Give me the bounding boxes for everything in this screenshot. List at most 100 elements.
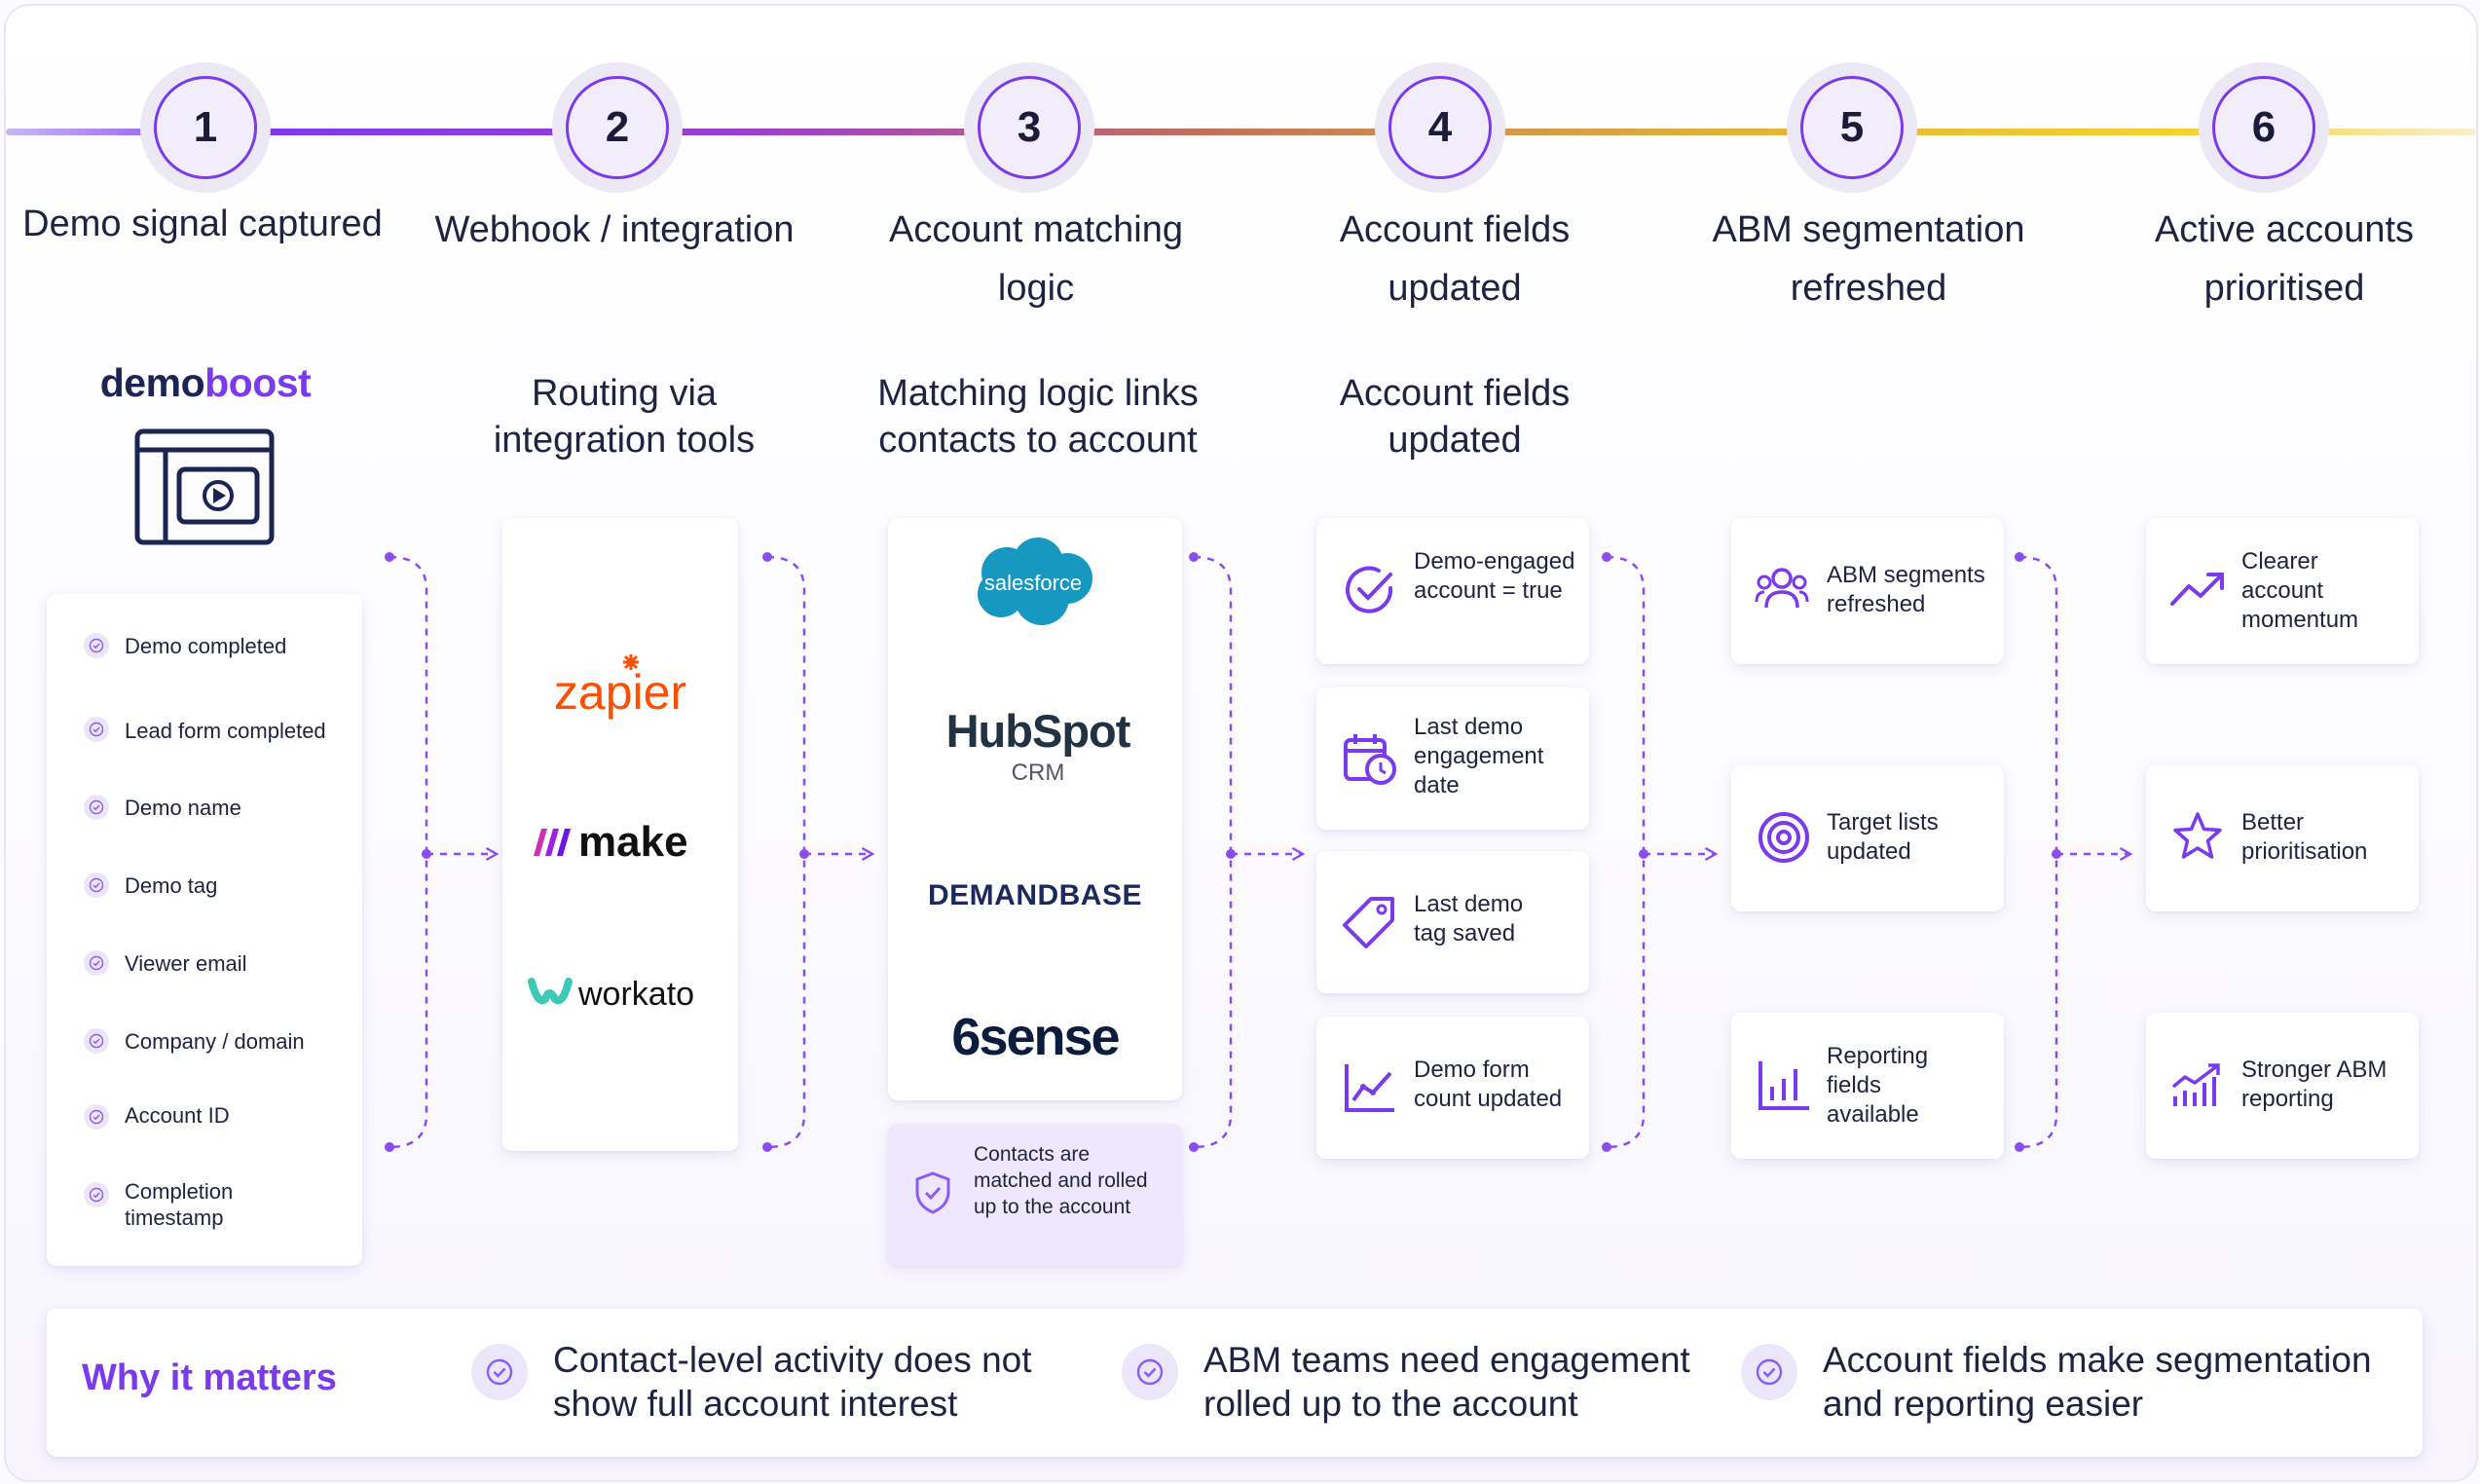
line-chart-icon bbox=[1345, 1064, 1394, 1112]
tag-icon bbox=[1343, 897, 1394, 948]
outcome-card-text: Stronger ABM reporting bbox=[2241, 1057, 2387, 1112]
segment-card-text: ABM segments refreshed bbox=[1827, 562, 1985, 617]
step-6-title: Active accounts prioritised bbox=[2154, 209, 2415, 309]
step-number: 1 bbox=[193, 103, 218, 151]
step-3-circle: 3 bbox=[978, 76, 1081, 179]
step-3-title: Account matching logic bbox=[888, 209, 1184, 309]
check-icon bbox=[84, 717, 109, 742]
why-point: Account fields make segmentation and rep… bbox=[1823, 1340, 2372, 1424]
why-point: Contact-level activity does not show ful… bbox=[553, 1340, 1032, 1424]
zapier-wordmark: zapier bbox=[554, 665, 686, 720]
col2-subtitle: Routing via integration tools bbox=[493, 373, 756, 461]
brand-boost: boost bbox=[204, 360, 312, 405]
step-number: 4 bbox=[1427, 103, 1453, 151]
check-icon bbox=[471, 1344, 528, 1400]
check-icon bbox=[84, 1182, 109, 1207]
segment-card-2: Target lists updated bbox=[1731, 765, 2004, 911]
step-4-title: Account fields updated bbox=[1339, 209, 1571, 309]
outcome-card-text: Better prioritisation bbox=[2241, 809, 2368, 865]
make-wordmark: make bbox=[578, 818, 688, 866]
step-4-circle: 4 bbox=[1388, 76, 1492, 179]
brand-demo: demo bbox=[99, 360, 205, 405]
demoboost-logo: demoboost bbox=[93, 360, 317, 406]
workato-logo: workato bbox=[512, 958, 728, 1026]
field-card-3: Last demo tag saved bbox=[1316, 851, 1589, 993]
field-card-1: Demo-engaged account = true bbox=[1316, 518, 1589, 664]
rollup-note-card: Contacts are matched and rolled up to th… bbox=[888, 1124, 1182, 1266]
step-2-circle: 2 bbox=[566, 76, 669, 179]
salesforce-wordmark: salesforce bbox=[984, 571, 1082, 595]
outcome-card-2: Better prioritisation bbox=[2146, 765, 2419, 911]
why-heading: Why it matters bbox=[82, 1357, 337, 1398]
check-icon bbox=[1741, 1344, 1797, 1400]
step-number: 6 bbox=[2251, 103, 2276, 151]
check-icon bbox=[84, 1028, 109, 1054]
step-number: 3 bbox=[1017, 103, 1042, 151]
6sense-wordmark: 6sense bbox=[951, 1008, 1120, 1066]
step-number: 5 bbox=[1839, 103, 1865, 151]
demo-player-icon bbox=[134, 428, 275, 545]
field-card-text: Last demo engagement date bbox=[1414, 714, 1544, 798]
users-icon bbox=[1755, 568, 1809, 609]
list-item: Demo completed bbox=[125, 634, 287, 658]
demandbase-logo: DEMANDBASE bbox=[911, 867, 1159, 925]
diagram-frame: 1 2 3 4 5 6 Demo signal captured Webhook… bbox=[4, 4, 2478, 1482]
segment-card-text: Reporting fields available bbox=[1827, 1043, 1929, 1128]
check-icon bbox=[1122, 1344, 1178, 1400]
calendar-clock-icon bbox=[1344, 734, 1396, 785]
outcome-card-text: Clearer account momentum bbox=[2241, 548, 2359, 633]
segment-card-1: ABM segments refreshed bbox=[1731, 518, 2004, 664]
check-icon bbox=[84, 795, 109, 820]
check-icon bbox=[84, 1104, 109, 1130]
list-item: Completion timestamp bbox=[125, 1179, 234, 1230]
list-item: Company / domain bbox=[125, 1029, 305, 1054]
hubspot-logo: HubSpot CRM bbox=[921, 691, 1155, 798]
timeline-line bbox=[6, 129, 2476, 135]
col4-subtitle: Account fields updated bbox=[1339, 373, 1571, 461]
hubspot-crm-label: CRM bbox=[1011, 759, 1065, 786]
outcome-card-1: Clearer account momentum bbox=[2146, 518, 2419, 664]
check-circle-icon bbox=[1346, 566, 1393, 613]
salesforce-logo: salesforce bbox=[960, 534, 1106, 631]
list-item: Demo tag bbox=[125, 873, 218, 898]
shield-check-icon bbox=[915, 1171, 950, 1214]
why-it-matters-panel: Why it matters Contact-level activity do… bbox=[47, 1309, 2423, 1457]
zapier-logo: zapier bbox=[512, 645, 728, 723]
outcome-card-3: Stronger ABM reporting bbox=[2146, 1013, 2419, 1159]
target-icon bbox=[1758, 812, 1809, 863]
step-1-title: Demo signal captured bbox=[22, 204, 383, 244]
growth-chart-icon bbox=[2171, 1063, 2220, 1106]
list-item: Lead form completed bbox=[125, 719, 326, 743]
step-5-title: ABM segmentation refreshed bbox=[1712, 209, 2025, 309]
bar-chart-icon bbox=[1758, 1061, 1809, 1110]
check-icon bbox=[84, 872, 109, 898]
field-card-text: Demo form count updated bbox=[1414, 1057, 1563, 1112]
6sense-logo: 6sense bbox=[911, 1003, 1159, 1071]
workato-wordmark: workato bbox=[577, 976, 694, 1013]
flow-connectors bbox=[385, 552, 2133, 1152]
step-number: 2 bbox=[605, 103, 630, 151]
captured-fields-card: Demo completed Lead form completed Demo … bbox=[47, 594, 362, 1266]
col3-subtitle: Matching logic links contacts to account bbox=[877, 373, 1199, 461]
field-card-4: Demo form count updated bbox=[1316, 1017, 1589, 1159]
check-icon bbox=[84, 633, 109, 658]
demandbase-wordmark: DEMANDBASE bbox=[927, 879, 1142, 911]
list-item: Account ID bbox=[125, 1103, 230, 1128]
list-item: Demo name bbox=[125, 796, 241, 820]
step-2-title: Webhook / integration bbox=[434, 209, 795, 250]
segment-card-3: Reporting fields available bbox=[1731, 1013, 2004, 1159]
make-logo: make bbox=[512, 806, 728, 874]
segment-card-text: Target lists updated bbox=[1827, 809, 1939, 865]
step-5-circle: 5 bbox=[1800, 76, 1904, 179]
trending-up-icon bbox=[2170, 573, 2224, 606]
field-card-2: Last demo engagement date bbox=[1316, 687, 1589, 830]
star-icon bbox=[2173, 812, 2222, 859]
field-card-text: Last demo tag saved bbox=[1414, 891, 1524, 946]
field-card-text: Demo-engaged account = true bbox=[1414, 548, 1575, 604]
hubspot-wordmark: HubSpot bbox=[945, 704, 1131, 757]
rollup-note-text: Contacts are matched and rolled up to th… bbox=[974, 1143, 1148, 1218]
step-1-circle: 1 bbox=[154, 76, 257, 179]
why-point: ABM teams need engagement rolled up to t… bbox=[1203, 1340, 1690, 1424]
list-item: Viewer email bbox=[125, 951, 247, 976]
step-6-circle: 6 bbox=[2212, 76, 2315, 179]
